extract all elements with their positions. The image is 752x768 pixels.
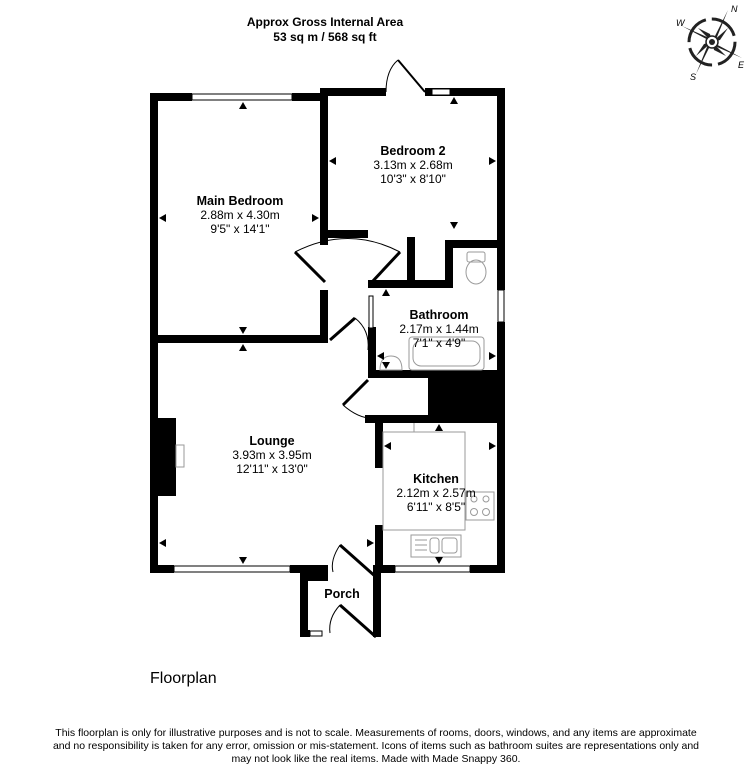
room-name: Porch xyxy=(324,587,360,601)
area-value: 53 sq m / 568 sq ft xyxy=(273,30,377,44)
compass-w-label: W xyxy=(676,18,686,28)
room-name: Bedroom 2 xyxy=(380,144,446,158)
room-imperial: 6'11" x 8'5" xyxy=(406,500,466,514)
windows xyxy=(173,88,505,637)
room-name: Bathroom xyxy=(409,308,469,322)
disclaimer-line: This floorplan is only for illustrative … xyxy=(55,727,697,739)
fixtures xyxy=(175,251,495,558)
floorplan-drawing xyxy=(150,59,505,639)
room-metric: 3.13m x 2.68m xyxy=(373,158,453,172)
room-metric: 2.12m x 2.57m xyxy=(396,486,476,500)
compass-rose-icon: N E S W xyxy=(676,4,745,80)
room-name: Kitchen xyxy=(413,472,459,486)
room-lounge: Lounge 3.93m x 3.95m 12'11" x 13'0" xyxy=(232,434,311,476)
room-imperial: 7'1" x 4'9" xyxy=(412,336,466,350)
floor-title: Floorplan xyxy=(150,670,217,687)
room-bedroom-2: Bedroom 2 3.13m x 2.68m 10'3" x 8'10" xyxy=(373,144,452,186)
area-title: Approx Gross Internal Area xyxy=(246,15,404,29)
doors xyxy=(293,59,426,639)
disclaimer-line: may not look like the real items. Made w… xyxy=(231,753,521,765)
room-main-bedroom: Main Bedroom 2.88m x 4.30m 9'5" x 14'1" xyxy=(197,194,284,236)
room-imperial: 12'11" x 13'0" xyxy=(236,462,308,476)
room-imperial: 10'3" x 8'10" xyxy=(380,172,446,186)
room-kitchen: Kitchen 2.12m x 2.57m 6'11" x 8'5" xyxy=(396,472,475,514)
walls xyxy=(150,88,505,637)
room-metric: 3.93m x 3.95m xyxy=(232,448,312,462)
room-metric: 2.88m x 4.30m xyxy=(200,208,280,222)
room-name: Lounge xyxy=(249,434,295,448)
compass-n-label: N xyxy=(731,4,738,14)
disclaimer-line: and no responsibility is taken for any e… xyxy=(52,740,700,752)
room-bathroom: Bathroom 2.17m x 1.44m 7'1" x 4'9" xyxy=(399,308,478,350)
compass-s-label: S xyxy=(690,72,696,80)
room-imperial: 9'5" x 14'1" xyxy=(210,222,270,236)
disclaimer: This floorplan is only for illustrative … xyxy=(0,727,752,766)
compass-e-label: E xyxy=(738,60,745,70)
room-porch: Porch xyxy=(324,587,359,601)
dimension-arrows xyxy=(159,97,496,564)
gross-internal-area-header: Approx Gross Internal Area 53 sq m / 568… xyxy=(200,15,450,45)
room-name: Main Bedroom xyxy=(196,194,284,208)
room-metric: 2.17m x 1.44m xyxy=(399,322,479,336)
